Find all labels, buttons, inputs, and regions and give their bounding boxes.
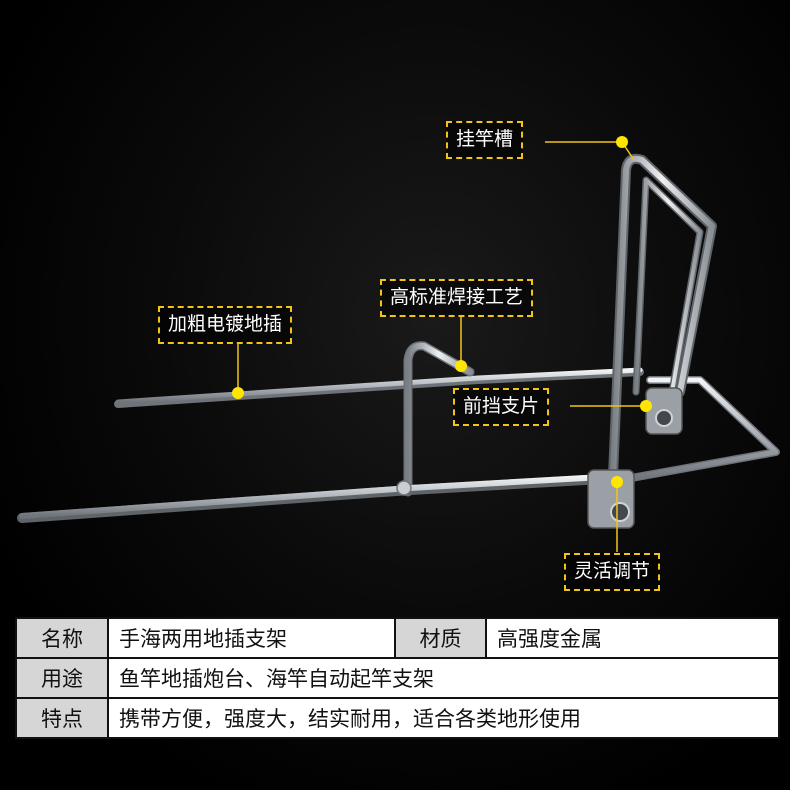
callout-adjust: 灵活调节	[564, 553, 661, 591]
front-plate-bracket	[645, 387, 683, 435]
front-stake	[17, 473, 625, 523]
material-label: 材质	[394, 617, 487, 659]
upright-hanger	[607, 153, 717, 505]
callout-welding: 高标准焊接工艺	[380, 279, 534, 317]
callout-hanger-text: 挂竿槽	[456, 128, 514, 150]
name-value: 手海两用地插支架	[107, 617, 396, 659]
callout-adjust-text: 灵活调节	[574, 560, 651, 582]
usage-value: 鱼竿地插炮台、海竿自动起竿支架	[107, 657, 780, 699]
marker-dot	[640, 400, 652, 412]
name-label: 名称	[15, 617, 109, 659]
adjust-bracket	[587, 469, 635, 529]
feature-value: 携带方便，强度大，结实耐用，适合各类地形使用	[107, 697, 780, 739]
table-row: 用途 鱼竿地插炮台、海竿自动起竿支架	[15, 657, 780, 699]
weld-joint	[396, 480, 412, 496]
middle-frame	[403, 341, 475, 497]
usage-label: 用途	[15, 657, 109, 699]
leader-lines	[237, 141, 646, 552]
marker-dot	[455, 360, 467, 372]
callout-welding-text: 高标准焊接工艺	[390, 286, 524, 308]
table-row: 特点 携带方便，强度大，结实耐用，适合各类地形使用	[15, 697, 780, 739]
marker-dot	[611, 476, 623, 488]
spec-table: 名称 手海两用地插支架 材质 高强度金属 用途 鱼竿地插炮台、海竿自动起竿支架 …	[15, 617, 780, 739]
callout-front-plate: 前挡支片	[453, 388, 550, 426]
callout-front-plate-text: 前挡支片	[463, 395, 540, 417]
marker-dot	[616, 136, 628, 148]
callout-stake-text: 加粗电镀地插	[168, 313, 283, 335]
material-value: 高强度金属	[485, 617, 780, 659]
back-stake	[114, 367, 644, 408]
callout-hanger: 挂竿槽	[446, 121, 524, 159]
base-frame	[616, 376, 780, 484]
feature-label: 特点	[15, 697, 109, 739]
marker-dot	[232, 387, 244, 399]
rod-holder-illustration	[17, 136, 780, 552]
marker-dots	[232, 136, 652, 488]
table-row: 名称 手海两用地插支架 材质 高强度金属	[15, 617, 780, 659]
callout-stake: 加粗电镀地插	[158, 306, 293, 344]
